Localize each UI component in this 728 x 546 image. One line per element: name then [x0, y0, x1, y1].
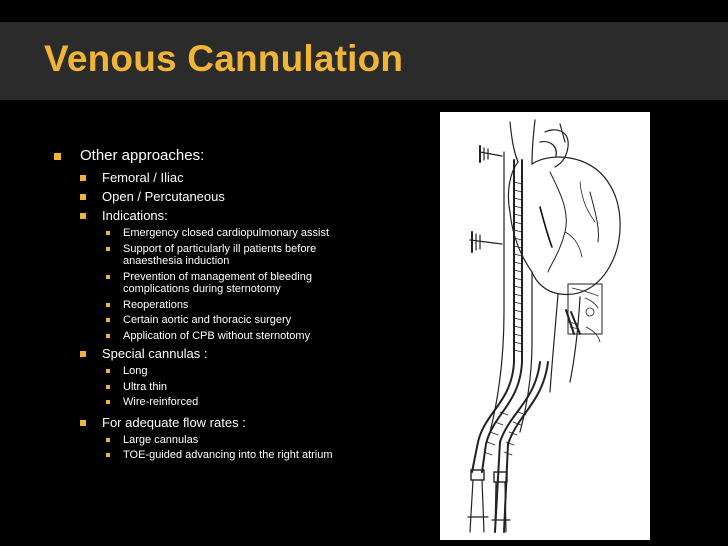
sub-bullet-indications: Indications: [40, 207, 370, 225]
bullet-text: Femoral / Iliac [102, 170, 184, 185]
bullet-text: Prevention of management of bleeding com… [123, 270, 312, 296]
bullet-text: Application of CPB without sternotomy [123, 329, 311, 342]
sub-bullet-open: Open / Percutaneous [40, 188, 370, 206]
bullet-text: Reoperations [123, 298, 189, 311]
square-bullet-icon [54, 153, 61, 160]
bullet-text: Indications: [102, 208, 168, 223]
square-bullet-icon [106, 437, 110, 442]
square-bullet-icon [106, 384, 110, 389]
sub-bullet-special-cannulas: Special cannulas : [40, 345, 370, 363]
special-item: Wire-reinforced [40, 396, 370, 409]
bullet-text: Wire-reinforced [123, 396, 199, 408]
heart-cannula-illustration [440, 112, 650, 540]
indication-item: Application of CPB without sternotomy [40, 330, 370, 343]
square-bullet-icon [106, 453, 110, 457]
indication-item: Support of particularly ill patients bef… [40, 243, 370, 268]
square-bullet-icon [106, 369, 110, 373]
square-bullet-icon [106, 318, 110, 322]
indication-item: Certain aortic and thoracic surgery [40, 314, 370, 327]
square-bullet-icon [106, 400, 110, 404]
bullet-text: Other approaches: [80, 147, 205, 164]
square-bullet-icon [106, 246, 110, 251]
sub-bullet-femoral: Femoral / Iliac [40, 169, 370, 187]
bullet-text: Large cannulas [123, 433, 199, 446]
square-bullet-icon [80, 419, 86, 426]
special-item: Ultra thin [40, 381, 370, 394]
square-bullet-icon [80, 351, 86, 357]
square-bullet-icon [106, 274, 110, 279]
bullet-text: Open / Percutaneous [102, 189, 225, 204]
indication-item: Prevention of management of bleeding com… [40, 271, 370, 296]
indication-item: Reoperations [40, 299, 370, 312]
bullet-text: Long [123, 365, 148, 377]
slide-title: Venous Cannulation [44, 38, 404, 79]
bullet-text: Certain aortic and thoracic surgery [123, 314, 292, 326]
indication-item: Emergency closed cardiopulmonary assist [40, 227, 370, 240]
bullet-other-approaches: Other approaches: [40, 146, 370, 166]
title-band [0, 22, 728, 100]
square-bullet-icon [80, 175, 86, 181]
bullet-text: Support of particularly ill patients bef… [123, 242, 317, 268]
square-bullet-icon [106, 333, 110, 338]
square-bullet-icon [106, 302, 110, 307]
bullet-text: TOE-guided advancing into the right atri… [123, 449, 333, 461]
flow-item: TOE-guided advancing into the right atri… [40, 449, 370, 462]
flow-item: Large cannulas [40, 434, 370, 447]
bullet-text: Special cannulas : [102, 346, 208, 361]
bullet-text: Ultra thin [123, 380, 168, 393]
heart-cannula-icon [467, 119, 621, 533]
square-bullet-icon [106, 231, 110, 235]
square-bullet-icon [80, 213, 86, 219]
sub-bullet-flow-rates: For adequate flow rates : [40, 414, 370, 432]
bullet-text: For adequate flow rates : [102, 414, 246, 430]
bullet-text: Emergency closed cardiopulmonary assist [123, 227, 330, 239]
slide-content: Other approaches: Femoral / Iliac Open /… [40, 146, 370, 465]
special-item: Long [40, 365, 370, 378]
square-bullet-icon [80, 194, 86, 200]
